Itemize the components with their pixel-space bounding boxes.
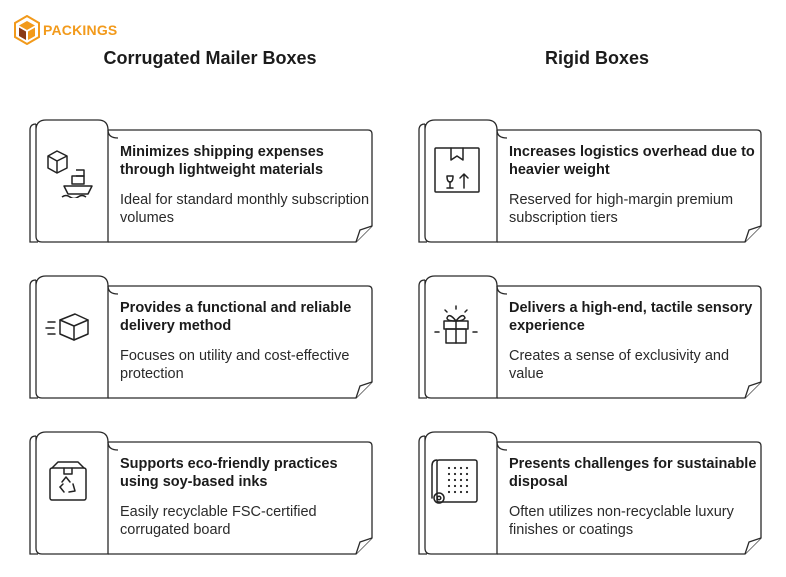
card-heading: Provides a functional and reliable deliv… (120, 300, 352, 334)
card-detail: Focuses on utility and cost-effective pr… (120, 348, 350, 382)
card-heading: Delivers a high-end, tactile sensory exp… (509, 300, 753, 334)
comparison-card: Provides a functional and reliable deliv… (22, 274, 374, 410)
right-column-title: Rigid Boxes (544, 48, 650, 68)
shipping-boxes-icon (47, 150, 93, 198)
packings-logo-icon (14, 15, 40, 45)
fabric-roll-icon (431, 459, 478, 504)
gift-icon (434, 305, 478, 344)
left-column-title: Corrugated Mailer Boxes (103, 48, 317, 68)
recycle-box-icon (49, 461, 87, 501)
card-heading: Increases logistics overhead due to heav… (509, 144, 755, 178)
card-frame (418, 431, 762, 555)
comparison-card: Presents challenges for sustainable disp… (411, 430, 763, 566)
card-heading: Minimizes shipping expenses through ligh… (120, 144, 324, 178)
card-detail: Ideal for standard monthly subscription … (120, 192, 370, 226)
card-heading: Presents challenges for sustainable disp… (509, 456, 757, 490)
brand-name: PACKINGS (43, 22, 118, 38)
fragile-box-icon (434, 147, 480, 193)
card-frame (418, 275, 762, 399)
comparison-card: Delivers a high-end, tactile sensory exp… (411, 274, 763, 410)
comparison-card: Increases logistics overhead due to heav… (411, 118, 763, 254)
card-detail: Often utilizes non-recyclable luxury fin… (509, 504, 734, 538)
card-frame (29, 275, 373, 399)
card-detail: Easily recyclable FSC-certified corrugat… (120, 504, 317, 538)
brand-logo: PACKINGS (14, 14, 117, 46)
comparison-card: Supports eco-friendly practices using so… (22, 430, 374, 566)
moving-box-icon (45, 313, 89, 341)
card-heading: Supports eco-friendly practices using so… (120, 456, 338, 490)
card-detail: Reserved for high-margin premium subscri… (509, 192, 734, 226)
comparison-card: Minimizes shipping expenses through ligh… (22, 118, 374, 254)
card-frame (29, 431, 373, 555)
card-detail: Creates a sense of exclusivity and value (509, 348, 730, 382)
